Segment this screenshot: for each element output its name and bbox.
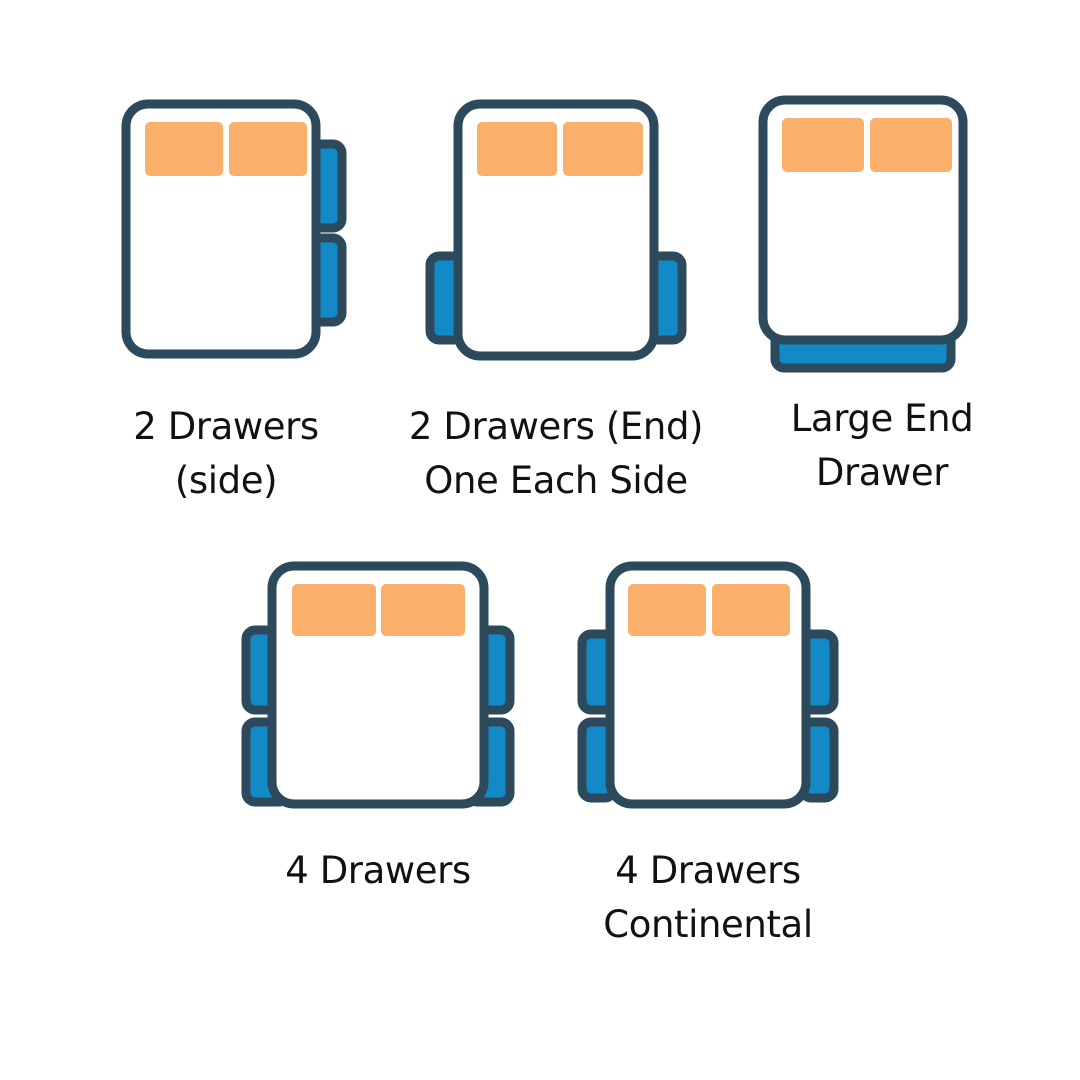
caption-line-1: 4 Drawers: [285, 849, 471, 892]
bed-caption: 2 Drawers (side): [133, 400, 319, 508]
pillow-right: [712, 584, 790, 636]
pillow-left: [145, 122, 223, 176]
bed-icon-4-drawers-continental: [577, 561, 839, 809]
pillow-right: [229, 122, 307, 176]
bed-option-2-drawers-end-one-each-side[interactable]: 2 Drawers (End) One Each Side: [396, 88, 716, 508]
bed-option-2-drawers-side[interactable]: 2 Drawers (side): [66, 88, 386, 508]
bed-caption: Large End Drawer: [791, 392, 974, 500]
pillow-left: [782, 118, 864, 172]
bed-icon-large-end-drawer: [758, 95, 968, 373]
caption-line-1: 2 Drawers: [133, 405, 319, 448]
caption-line-2: Continental: [603, 903, 813, 946]
caption-line-2: Drawer: [815, 451, 949, 494]
bed-icon-4-drawers: [241, 561, 515, 809]
pillow-right: [870, 118, 952, 172]
bed-caption: 4 Drawers Continental: [603, 844, 813, 952]
caption-line-2: (side): [174, 459, 278, 502]
bed-caption: 2 Drawers (End) One Each Side: [408, 400, 704, 508]
pillow-left: [628, 584, 706, 636]
bed-icon-2-drawers-side: [121, 99, 347, 359]
bed-option-4-drawers[interactable]: 4 Drawers: [218, 552, 538, 898]
bed-option-4-drawers-continental[interactable]: 4 Drawers Continental: [548, 552, 868, 952]
pillow-left: [292, 584, 376, 636]
caption-line-2: One Each Side: [424, 459, 688, 502]
bed-icon-2-drawers-end: [425, 99, 687, 361]
caption-line-1: Large End: [790, 397, 974, 440]
pillow-left: [477, 122, 557, 176]
pillow-right: [381, 584, 465, 636]
bed-option-large-end-drawer[interactable]: Large End Drawer: [722, 78, 1042, 500]
bed-caption: 4 Drawers: [285, 844, 471, 898]
caption-line-1: 2 Drawers (End): [408, 405, 704, 448]
caption-line-1: 4 Drawers: [615, 849, 801, 892]
pillow-right: [563, 122, 643, 176]
